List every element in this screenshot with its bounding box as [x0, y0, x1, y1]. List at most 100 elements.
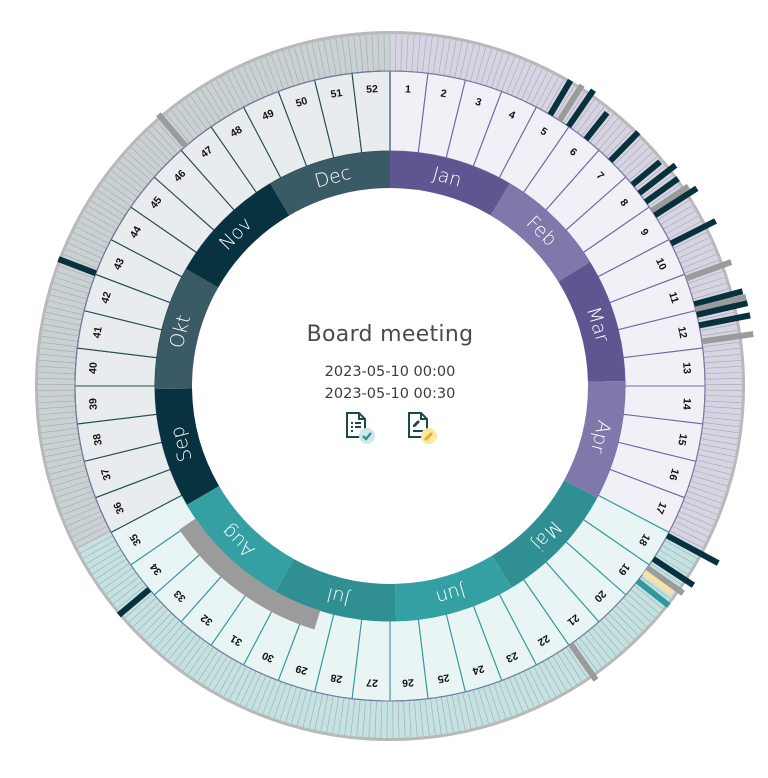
day-tick: [432, 37, 439, 75]
day-tick: [408, 700, 412, 738]
event-marker[interactable]: [568, 642, 599, 682]
day-tick: [205, 85, 226, 118]
event-marker[interactable]: [694, 293, 747, 313]
event-marker[interactable]: [637, 162, 678, 196]
day-tick: [704, 372, 742, 375]
day-tick: [606, 130, 633, 158]
event-marker[interactable]: [583, 110, 610, 142]
day-tick: [42, 329, 80, 337]
month-dec[interactable]: Dec: [270, 151, 390, 216]
day-tick: [674, 520, 709, 538]
event-marker[interactable]: [651, 556, 696, 588]
event-marker[interactable]: [685, 259, 733, 282]
day-tick: [419, 699, 424, 737]
day-tick: [270, 54, 284, 90]
day-tick: [75, 226, 110, 244]
day-tick: [464, 44, 475, 81]
month-jul[interactable]: Jul: [275, 559, 397, 621]
day-tick: [682, 254, 717, 269]
document-check-icon[interactable]: [341, 411, 377, 445]
event-marker[interactable]: [630, 159, 662, 188]
day-tick: [470, 45, 481, 82]
day-tick: [84, 210, 117, 230]
day-tick: [273, 683, 287, 719]
event-marker[interactable]: [693, 288, 744, 308]
week-label: 37: [99, 467, 114, 482]
event-marker[interactable]: [156, 112, 188, 149]
day-tick: [414, 700, 418, 737]
day-tick: [137, 605, 165, 632]
event-marker[interactable]: [116, 586, 152, 618]
event-marker[interactable]: [556, 83, 585, 123]
day-tick: [265, 56, 279, 92]
selected-period-arc[interactable]: [179, 518, 321, 630]
event-marker[interactable]: [653, 185, 699, 218]
day-tick: [338, 697, 345, 735]
week-label: 31: [228, 632, 244, 648]
day-tick: [490, 52, 504, 88]
day-tick: [477, 688, 489, 724]
event-marker[interactable]: [608, 130, 641, 163]
event-marker[interactable]: [698, 312, 751, 329]
event-marker[interactable]: [669, 218, 717, 247]
day-tick: [526, 68, 543, 103]
month-apr[interactable]: Apr: [564, 380, 626, 498]
day-tick: [675, 237, 710, 254]
day-tick: [623, 597, 652, 623]
day-tick: [400, 34, 403, 72]
day-tick: [40, 341, 78, 348]
month-maj[interactable]: Maj: [492, 480, 597, 588]
event-marker[interactable]: [665, 532, 720, 566]
day-tick: [38, 400, 76, 403]
week-label: 5: [538, 125, 549, 138]
day-tick: [587, 630, 612, 660]
event-marker[interactable]: [57, 256, 97, 277]
day-tick: [533, 666, 551, 700]
day-tick: [305, 44, 316, 81]
day-tick: [704, 378, 742, 380]
week-label: 50: [294, 95, 309, 110]
document-edit-icon[interactable]: [403, 411, 439, 445]
month-jun[interactable]: Jun: [395, 555, 512, 621]
day-tick: [542, 661, 562, 694]
day-tick: [213, 658, 233, 691]
event-marker[interactable]: [547, 78, 574, 117]
day-tick: [699, 443, 737, 452]
day-tick: [703, 353, 741, 358]
day-tick: [46, 454, 83, 463]
event-marker[interactable]: [643, 176, 680, 205]
day-tick: [73, 232, 107, 249]
month-label: Jul: [325, 583, 353, 610]
event-marker[interactable]: [650, 183, 691, 214]
day-tick: [150, 616, 176, 645]
day-tick: [690, 480, 726, 493]
month-sep[interactable]: Sep: [155, 388, 220, 505]
event-marker[interactable]: [696, 300, 749, 318]
day-tick: [95, 558, 127, 580]
day-tick: [89, 549, 122, 570]
day-tick: [282, 50, 295, 87]
day-tick: [159, 623, 184, 653]
event-marker[interactable]: [701, 331, 754, 345]
event-marker[interactable]: [635, 578, 671, 608]
week-label: 52: [366, 83, 379, 96]
day-tick: [459, 42, 469, 79]
event-marker[interactable]: [642, 569, 675, 596]
day-tick: [704, 406, 742, 410]
day-tick: [485, 50, 498, 87]
day-tick: [130, 147, 159, 173]
month-mar[interactable]: Mar: [558, 262, 625, 382]
month-jan[interactable]: Jan: [390, 151, 510, 216]
day-tick: [383, 34, 385, 72]
day-tick: [77, 530, 111, 549]
day-tick: [66, 510, 102, 527]
event-marker[interactable]: [566, 88, 596, 129]
day-tick: [556, 652, 578, 685]
week-label: 49: [260, 107, 276, 123]
event-marker[interactable]: [645, 565, 685, 596]
month-okt[interactable]: Okt: [155, 269, 219, 390]
day-tick: [518, 673, 535, 708]
day-tick: [56, 485, 92, 498]
day-tick: [508, 677, 524, 713]
